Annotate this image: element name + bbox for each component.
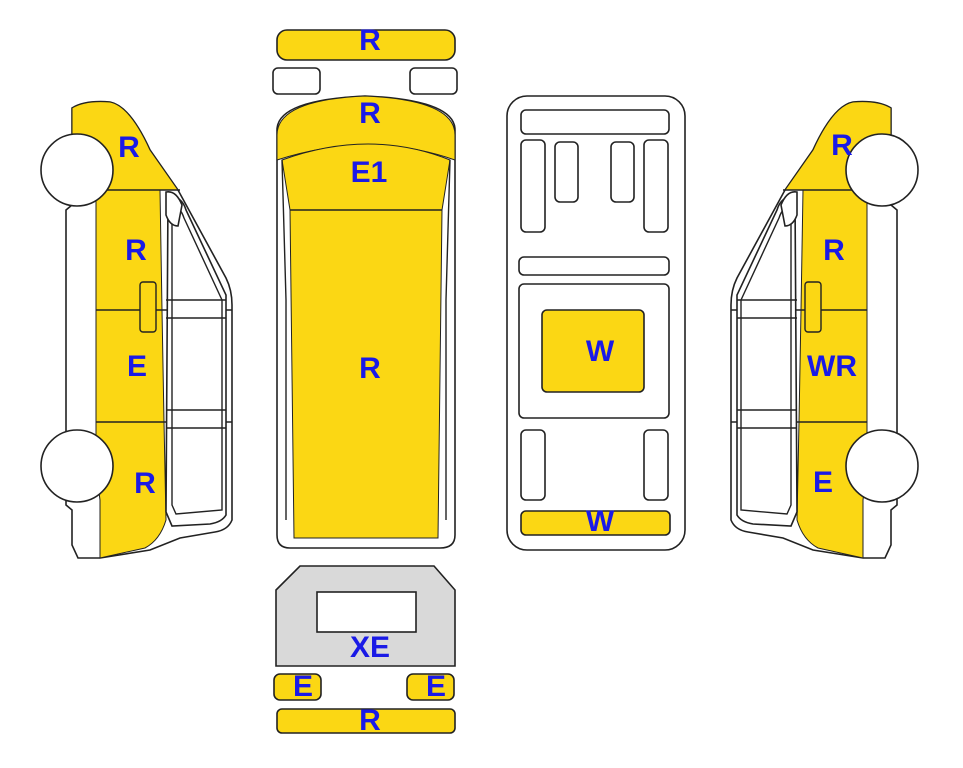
rear-bumper-label: R: [359, 704, 381, 737]
front-windshield-label: E1: [351, 156, 388, 189]
right-side-side-panel-label: WR: [807, 350, 857, 383]
underside-rear-right-rail: [643, 429, 669, 501]
right-side-rear-panel-label: E: [813, 466, 833, 499]
underside-front-right-rail: [643, 139, 669, 233]
front-bumper: [276, 29, 456, 61]
front-top-view: R R E1 R: [272, 24, 458, 549]
front-hood-label: R: [359, 97, 381, 130]
left-side-rear-wheel: [40, 429, 114, 503]
rear-window: [316, 591, 417, 633]
right-side-rear-wheel: [845, 429, 919, 503]
left-side-door-handle: [139, 281, 157, 333]
right-side-mirror: [780, 190, 798, 227]
underside-front-mid-left: [554, 141, 579, 203]
right-side-front-door-label: R: [823, 234, 845, 267]
underside-front-bar: [520, 109, 670, 135]
underside-view: W W: [506, 95, 686, 551]
front-bumper-label: R: [359, 24, 381, 57]
left-side-rear-panel-label: R: [134, 467, 156, 500]
front-windshield-panel: [281, 143, 451, 211]
rear-left-light-label: E: [293, 670, 313, 703]
rear-right-light-label: E: [426, 670, 446, 703]
right-side-view: R R WR E: [730, 100, 919, 559]
left-side-front-wheel: [40, 133, 114, 207]
underside-center-panel: [541, 309, 645, 393]
right-side-door-handle: [804, 281, 822, 333]
rear-door-label: XE: [350, 631, 390, 664]
underside-front-left-rail: [520, 139, 546, 233]
left-side-mirror: [165, 190, 183, 227]
left-side-hood-label: R: [118, 131, 140, 164]
underside-rear-strip: [520, 510, 671, 536]
front-right-headlight: [409, 67, 458, 95]
front-right-pillar: [445, 159, 451, 520]
rear-right-light: [406, 673, 455, 701]
right-side-front-wheel: [845, 133, 919, 207]
rear-view: XE E E R: [273, 565, 456, 737]
left-side-front-door-label: R: [125, 234, 147, 267]
rear-left-light: [273, 673, 322, 701]
underside-cross-member: [518, 256, 670, 276]
left-side-view: R R E R: [40, 100, 233, 559]
underside-rear-left-rail: [520, 429, 546, 501]
front-left-pillar: [281, 159, 287, 520]
underside-front-mid-right: [610, 141, 635, 203]
front-roof-label: R: [359, 352, 381, 385]
left-side-side-panel-label: E: [127, 350, 147, 383]
right-side-hood-label: R: [831, 129, 853, 162]
rear-bumper: [276, 708, 456, 734]
front-left-headlight: [272, 67, 321, 95]
underside-rear-strip-label: W: [586, 505, 615, 538]
underside-center-label: W: [586, 335, 615, 368]
